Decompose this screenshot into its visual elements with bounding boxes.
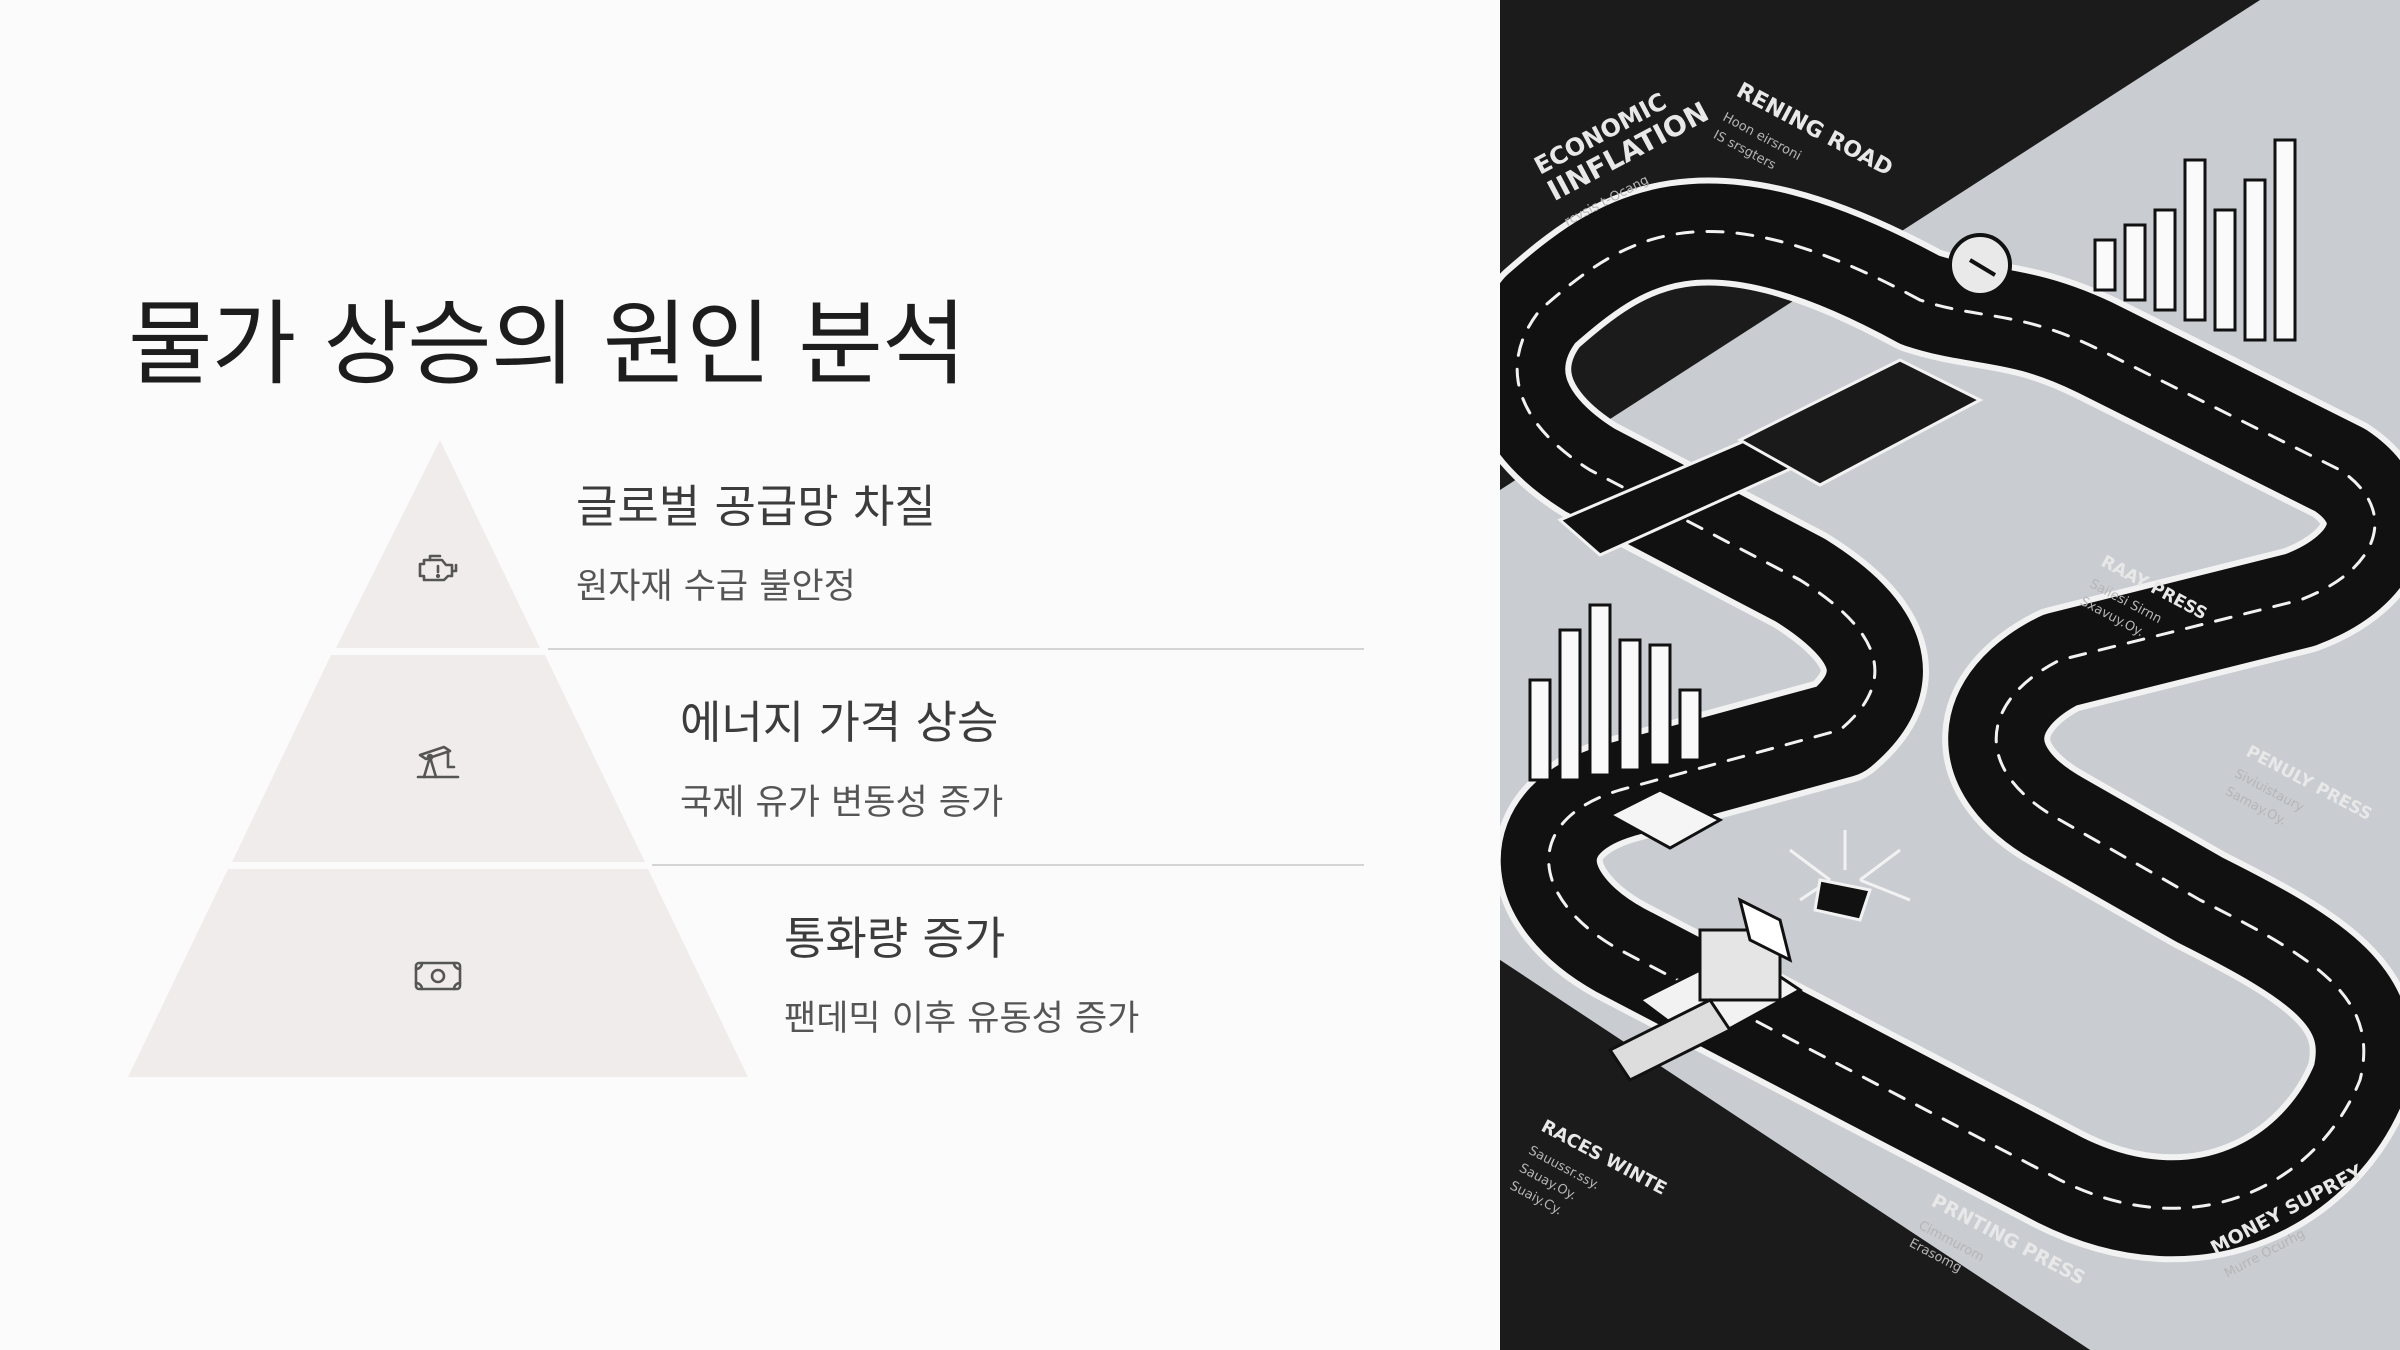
pyramid-level-3 [128,869,748,1077]
road [1500,177,2400,1263]
slide-title: 물가 상승의 원인 분석 [128,291,966,398]
level-2-title: 에너지 가격 상승 [680,696,999,749]
divider-1 [548,648,1364,650]
small-tile [1606,788,1724,850]
center-platform [1736,358,1984,487]
level-1-title: 글로벌 공급망 차질 [576,480,936,533]
illustration-canvas: ECONOMIC IINFLATION rcvsis t-Ocang RENIN… [1500,0,2400,1350]
banknote-icon [410,947,466,1003]
oil-pump-icon [410,733,466,789]
printing-press [1607,897,1803,1082]
pyramid-level-2 [232,655,645,862]
pyramid-diagram [128,440,748,1077]
content-panel: 물가 상승의 원인 분석 글로벌 공급망 차질 원자재 수급 불안정 에너지 가… [128,291,1364,1077]
level-2-subtitle: 국제 유가 변동성 증가 [680,783,1004,823]
level-3-title: 통화량 증가 [784,912,1006,965]
money-burst [1789,830,1911,922]
inflation-road-illustration: ECONOMIC IINFLATION rcvsis t-Ocang RENIN… [1500,0,2400,1350]
bar-chart-left [1528,603,1702,782]
pyramid-level-1 [336,440,540,648]
level-3-subtitle: 팬데믹 이후 유동성 증가 [784,999,1140,1039]
engine-icon [410,541,466,597]
bar-chart-top [2093,138,2297,342]
divider-2 [652,864,1364,866]
level-1-subtitle: 원자재 수급 불안정 [576,567,856,607]
